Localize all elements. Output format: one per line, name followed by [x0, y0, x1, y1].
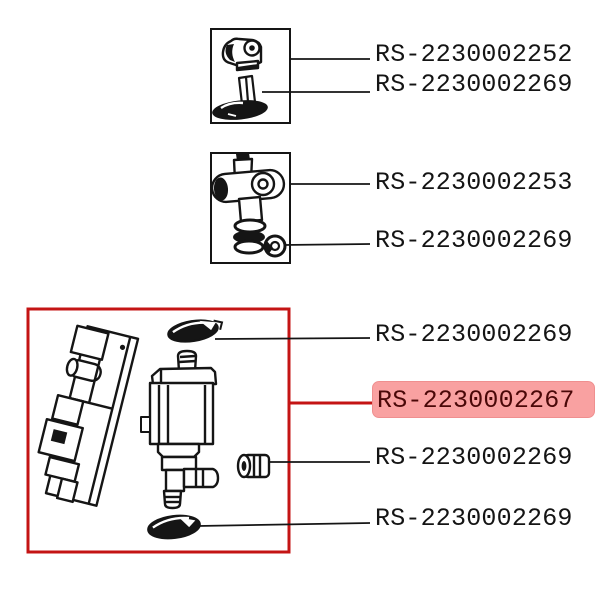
part-number-2253[interactable]: RS-2230002253 [375, 168, 573, 197]
group-box-middle [210, 152, 291, 264]
seal-nut-drawing [263, 234, 287, 258]
pump-drawing [140, 349, 220, 510]
part-number-2252[interactable]: RS-2230002252 [375, 40, 573, 69]
part-number-2269-d[interactable]: RS-2230002269 [375, 443, 573, 472]
part-number-2269-a[interactable]: RS-2230002269 [375, 70, 573, 99]
part-number-2269-b[interactable]: RS-2230002269 [375, 226, 573, 255]
screw-with-flange-drawing [212, 74, 268, 120]
part-number-2269-e[interactable]: RS-2230002269 [375, 504, 573, 533]
part-number-2267-selected[interactable]: RS-2230002267 [372, 381, 595, 418]
mounting-bracket-drawing [37, 324, 140, 507]
elbow-fitting-drawing [221, 37, 263, 72]
top-grommet-drawing [167, 319, 224, 343]
connector-lines [197, 58, 371, 527]
selected-group-box [26, 307, 291, 554]
bottom-grommet-drawing [147, 514, 201, 540]
part-number-2269-c[interactable]: RS-2230002269 [375, 320, 573, 349]
group-box-top [210, 28, 291, 124]
cross-valve-drawing [210, 153, 286, 255]
check-valve-fitting-drawing [236, 453, 271, 479]
